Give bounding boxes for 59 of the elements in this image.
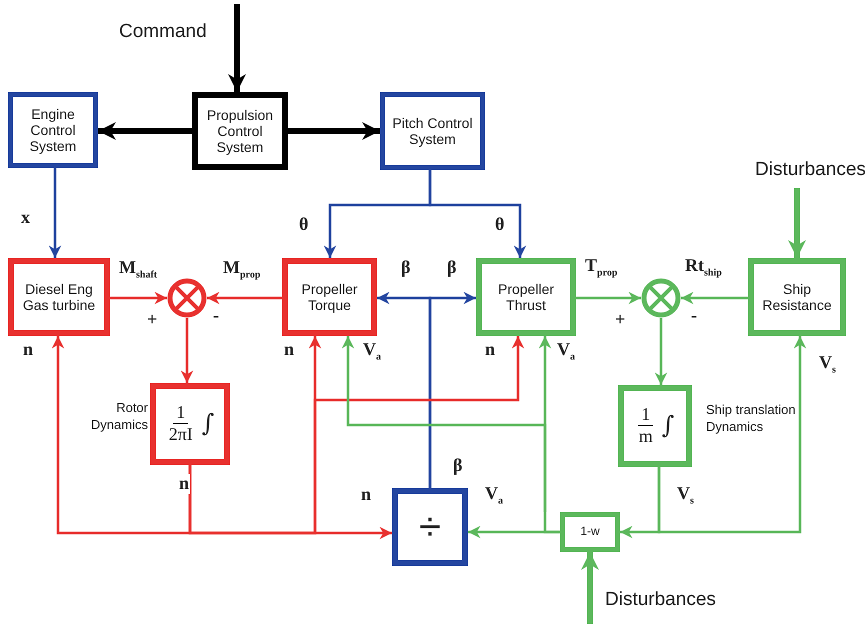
signal-label: V$_{a}$ [484, 484, 504, 507]
arrow [538, 336, 560, 534]
arrow [654, 318, 668, 385]
block-box [8, 92, 98, 168]
block-box [748, 258, 846, 336]
node-text: Engine Control System [28, 106, 78, 154]
block-caption: Rotor Dynamics [90, 400, 148, 434]
node-text: 1-w [580, 525, 600, 539]
arrow [48, 168, 62, 258]
node-text: Pitch Control System [391, 114, 474, 148]
node-text: Propeller Thrust [496, 280, 556, 314]
node-text: Ship Resistance [761, 280, 833, 314]
block-box [282, 258, 377, 336]
arrow [228, 4, 246, 92]
node-text: ÷ [419, 504, 441, 550]
block-box [618, 385, 692, 467]
signal-label: V$_{a}$ [556, 340, 576, 363]
arrow [207, 292, 282, 304]
signal-label: n [178, 474, 190, 494]
arrow [110, 292, 167, 304]
block-box [192, 92, 288, 170]
fraction: 1 m [637, 404, 654, 448]
signal-label: Rt$_{ship}$ [684, 256, 723, 279]
signal-label: V$_{a}$ [362, 340, 382, 363]
arrow [681, 292, 748, 304]
integral-sign: ∫ [662, 412, 674, 440]
arrow [658, 336, 806, 534]
arrow [180, 318, 194, 383]
arrow [428, 170, 526, 258]
arrow [288, 122, 380, 140]
summing-junction [167, 278, 207, 318]
fraction: 1 2πI [168, 402, 194, 446]
block-caption: Ship translation Dynamics [706, 402, 796, 436]
arrow [788, 188, 806, 258]
arrow [576, 292, 641, 304]
signal-label: V$_{s}$ [676, 484, 695, 507]
node-text: Diesel Eng Gas turbine [22, 280, 96, 314]
node-text: Propulsion Control System [206, 106, 274, 156]
arrow [581, 552, 599, 624]
signal-label: β [400, 258, 412, 278]
signal-label: T$_{prop}$ [584, 256, 618, 279]
block-box [392, 488, 468, 566]
arrow [428, 292, 476, 488]
signal-label: β [446, 258, 458, 278]
block-box [560, 512, 620, 552]
block-box [150, 383, 230, 465]
summing-junction [641, 278, 681, 318]
arrow [52, 336, 192, 534]
block-box [380, 92, 485, 170]
signal-label: β [452, 456, 464, 476]
signal-label: M$_{prop}$ [222, 258, 262, 281]
integral-sign: ∫ [202, 410, 214, 438]
signal-label: V$_{s}$ [818, 353, 837, 376]
arrow [188, 336, 524, 534]
node-text: Propeller Torque [300, 280, 359, 314]
block-box [476, 258, 576, 336]
arrow [98, 122, 192, 140]
block-box [8, 258, 110, 336]
signal-label: M$_{shaft}$ [118, 258, 158, 281]
